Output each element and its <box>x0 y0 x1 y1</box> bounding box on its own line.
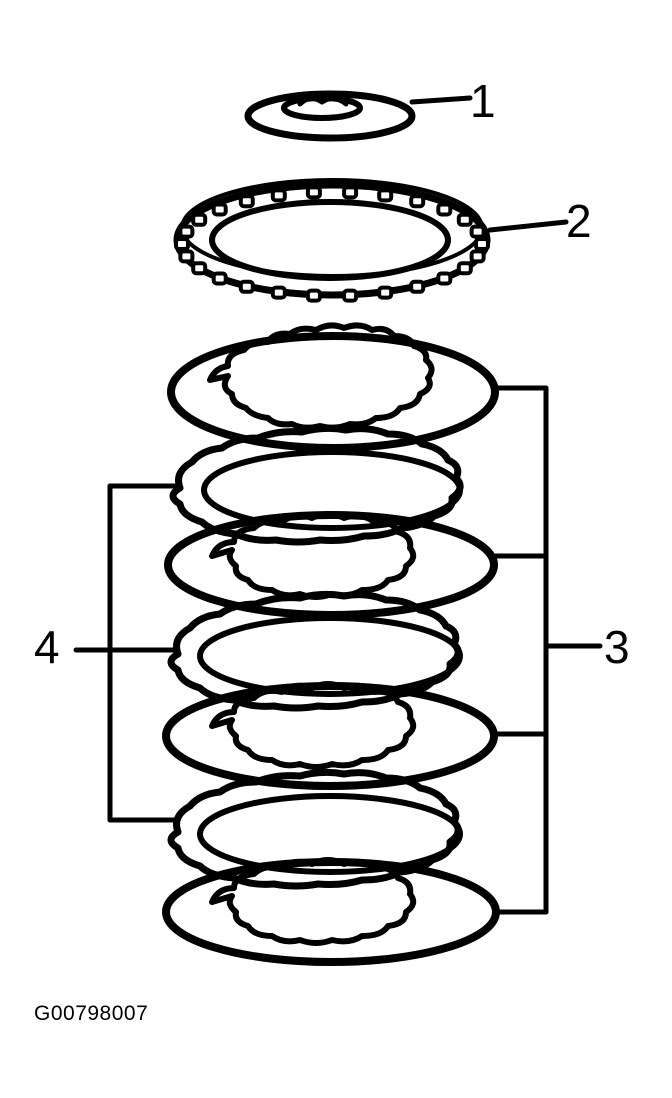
friction-plate-1 <box>169 424 464 546</box>
bearing-roller <box>178 224 195 239</box>
bearing-roller <box>174 237 190 251</box>
leader-line-2 <box>487 219 569 233</box>
bracket-callout-3 <box>493 385 603 915</box>
bearing-roller <box>211 271 228 286</box>
bearing-assembly <box>173 178 491 303</box>
leader-line-1 <box>409 95 473 105</box>
steel-plate-2 <box>164 511 498 619</box>
callout-2: 2 <box>566 195 592 247</box>
bearing-roller <box>238 279 255 294</box>
bearing-roller <box>305 288 322 303</box>
bearing-roller <box>377 285 394 300</box>
bearing-roller <box>469 249 486 264</box>
bearing-roller <box>342 288 359 303</box>
bearing-roller <box>191 261 208 276</box>
bearing-rollers <box>174 185 490 303</box>
bearing-roller <box>270 188 287 203</box>
bearing-roller <box>474 237 490 251</box>
callout-3: 3 <box>604 621 630 673</box>
bearing-roller <box>270 285 287 300</box>
bearing-roller <box>238 194 255 209</box>
bearing-roller <box>436 271 453 286</box>
washer <box>244 90 416 142</box>
bearing-roller <box>191 212 208 227</box>
bearing-roller <box>342 185 359 200</box>
bearing-roller <box>469 224 486 239</box>
bearing-roller <box>456 261 473 276</box>
bearing-roller <box>436 202 453 217</box>
friction-plate-3 <box>167 768 463 890</box>
bearing-roller <box>456 212 473 227</box>
bearing-roller <box>377 188 394 203</box>
bracket-callout-4 <box>73 483 179 823</box>
callout-4: 4 <box>34 621 60 673</box>
steel-plate-1 <box>167 322 499 452</box>
bearing-roller <box>409 194 426 209</box>
bearing-roller <box>211 202 228 217</box>
bearing-roller <box>178 249 195 264</box>
bearing-roller <box>409 279 426 294</box>
callout-1: 1 <box>470 75 496 127</box>
figure-id: G00798007 <box>34 1002 149 1025</box>
bearing-roller <box>305 185 322 200</box>
friction-plate-2 <box>167 590 463 712</box>
